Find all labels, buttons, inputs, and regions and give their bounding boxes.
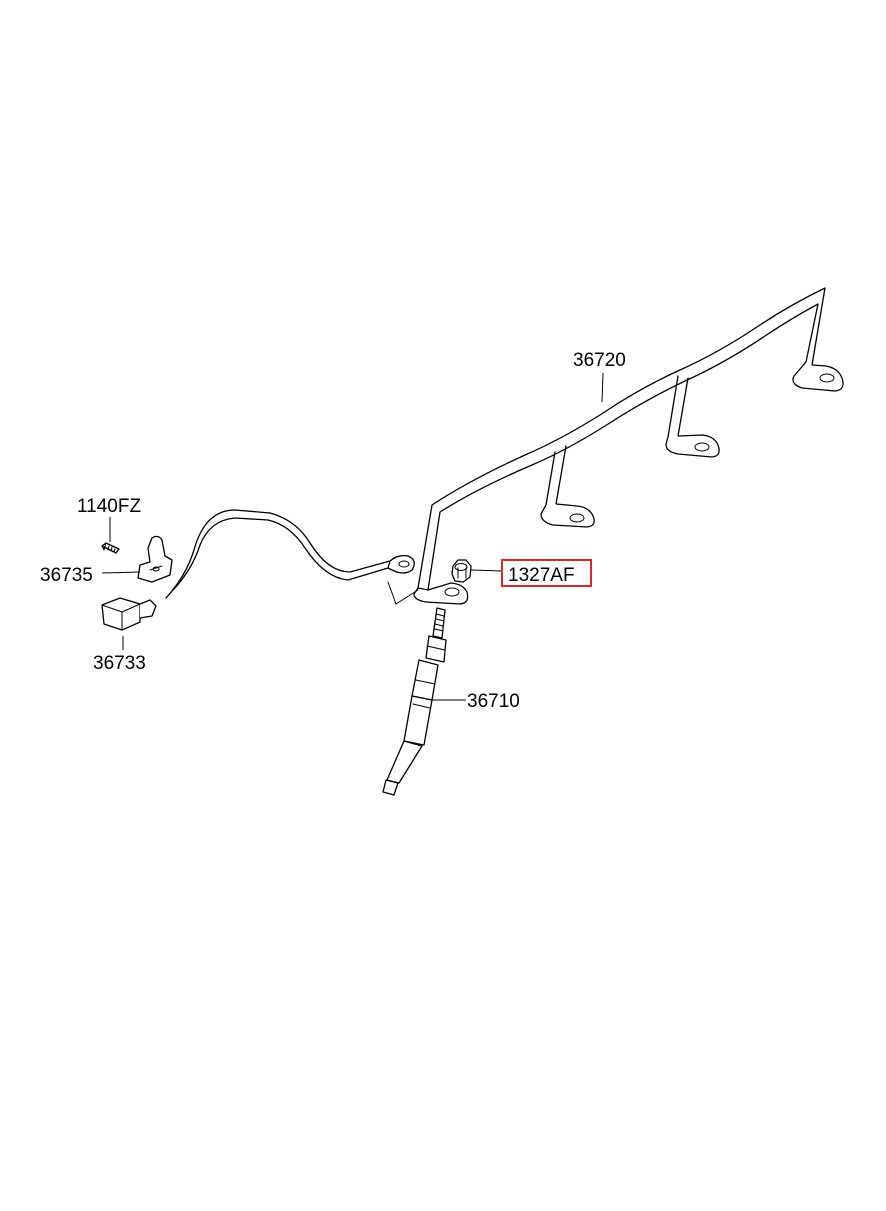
nut [451,559,472,583]
label-36735[interactable]: 36735 [40,565,93,586]
highlight-box [501,559,592,587]
harness-plate [413,287,844,605]
label-36733[interactable]: 36733 [93,653,146,674]
screw [101,542,120,554]
label-36720[interactable]: 36720 [573,350,626,371]
glow-plug [382,607,447,796]
bracket [137,535,173,583]
wire-lead [165,509,419,605]
label-36710[interactable]: 36710 [467,691,520,712]
leader-lines [101,372,604,701]
label-1140fz[interactable]: 1140FZ [77,496,141,517]
connector [101,597,157,631]
label-1327af[interactable]: 1327AF [508,565,575,586]
